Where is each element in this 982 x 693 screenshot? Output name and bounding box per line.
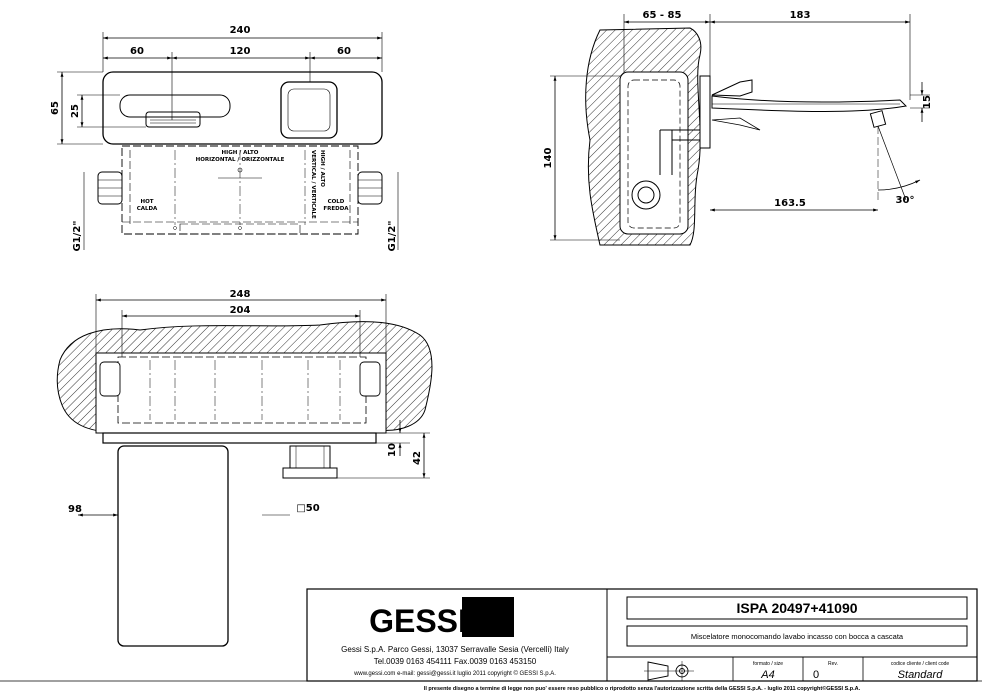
company-contact: Tel.0039 0163 454111 Fax.0039 0163 45315… [374,657,537,666]
dim-right: 60 [337,46,351,57]
front-view-labels: 248 204 10 42 98 □50 [68,289,423,515]
gessi-logo: GESSI [369,603,467,639]
client-label: codice cliente / client code [891,661,950,667]
dim-angle: 30° [896,195,915,206]
title-block [0,588,982,682]
top-view-labels: 240 60 120 60 65 25 HIGH / ALTO HORIZONT… [50,25,398,252]
dim-spout-thickness: 15 [922,95,933,109]
dim-square-50: □50 [296,503,319,514]
label-cold: COLD [328,199,345,205]
dim-left: 60 [130,46,144,57]
company-address: Gessi S.p.A. Parco Gessi, 13037 Serraval… [341,645,569,654]
dim-spout-reach: 163.5 [774,198,806,209]
side-view [550,14,930,246]
label-fredda: FREDDA [323,206,349,212]
product-description: Miscelatore monocomando lavabo incasso c… [691,632,904,641]
title-block-text: GESSI Gessi S.p.A. Parco Gessi, 13037 Se… [341,600,949,692]
label-hot: HOT [140,199,153,205]
rev-value: 0 [813,669,819,681]
front-view [56,294,433,647]
dim-conn-left: G1/2" [72,221,83,252]
dim-front-inner: 204 [230,305,251,316]
dim-plate-10: 10 [387,443,398,457]
dim-conn-right: G1/2" [387,221,398,252]
company-web: www.gessi.com e-mail: gessi@gessi.it lug… [353,670,556,677]
product-code: ISPA 20497+41090 [736,600,857,616]
label-high-alto: HIGH / ALTO [319,150,325,187]
format-label: formato / size [753,661,783,667]
side-view-labels: 65 - 85 183 140 163.5 15 30° [543,10,933,209]
label-vertical: VERTICAL / VERTICALE [310,150,316,219]
dim-projection: 183 [790,10,811,21]
dim-depth-42: 42 [412,451,423,465]
dim-height-65: 65 [50,101,61,115]
rev-label: Rev. [828,661,838,667]
format-value: A4 [760,669,774,681]
dim-front-total: 248 [230,289,251,300]
label-horizontal: HORIZONTAL / ORIZZONTALE [196,157,285,163]
legal-notice: Il presente disegno a termine di legge n… [424,685,861,692]
top-view [57,32,399,250]
dim-total-width: 240 [230,25,251,36]
dim-spout-98: 98 [68,504,82,515]
label-calda: CALDA [137,206,158,212]
dim-wall-thickness: 65 - 85 [643,10,682,21]
dim-outlet-25: 25 [70,104,81,118]
dim-side-height: 140 [543,148,554,169]
client-value: Standard [898,669,944,681]
dim-center: 120 [230,46,251,57]
label-high: HIGH / ALTO [222,150,259,156]
